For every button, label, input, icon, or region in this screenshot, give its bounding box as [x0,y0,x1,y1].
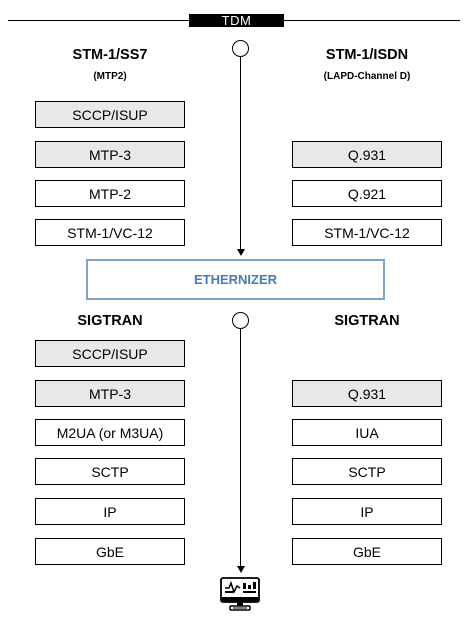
upper-junction-circle [232,40,249,57]
tdm-label: TDM [189,14,284,27]
left-bottom-box: SCTP [35,458,185,485]
lower-flow-arrowhead [236,566,245,573]
right-top-box: STM-1/VC-12 [292,219,442,246]
right-bottom-box: GbE [292,538,442,565]
ethernizer-box: ETHERNIZER [86,259,385,300]
right-bottom-box: IP [292,498,442,525]
left-top-box: MTP-3 [35,141,185,168]
right-bottom-box: Q.931 [292,380,442,407]
left-top-box: STM-1/VC-12 [35,219,185,246]
upper-flow-arrowhead [236,249,245,256]
left-bottom-box: MTP-3 [35,380,185,407]
upper-flow-line [240,57,241,249]
left-bottom-heading: SIGTRAN [77,313,143,329]
left-top-box: MTP-2 [35,180,185,207]
right-top-heading: STM-1/ISDN [325,47,409,63]
monitor-dashboard-icon [220,577,260,611]
right-top-box: Q.921 [292,180,442,207]
lower-flow-line [240,329,241,567]
left-top-heading: STM-1/SS7 [72,47,148,63]
right-top-subheading: (LAPD-Channel D) [323,71,411,82]
left-top-subheading: (MTP2) [93,71,127,82]
right-top-box: Q.931 [292,141,442,168]
right-bottom-box: SCTP [292,458,442,485]
left-bottom-box: GbE [35,538,185,565]
right-bottom-heading: SIGTRAN [334,313,400,329]
left-bottom-box: M2UA (or M3UA) [35,419,185,446]
left-bottom-box: SCCP/ISUP [35,340,185,367]
lower-junction-circle [232,312,249,329]
left-bottom-box: IP [35,498,185,525]
right-bottom-box: IUA [292,419,442,446]
left-top-box: SCCP/ISUP [35,101,185,128]
